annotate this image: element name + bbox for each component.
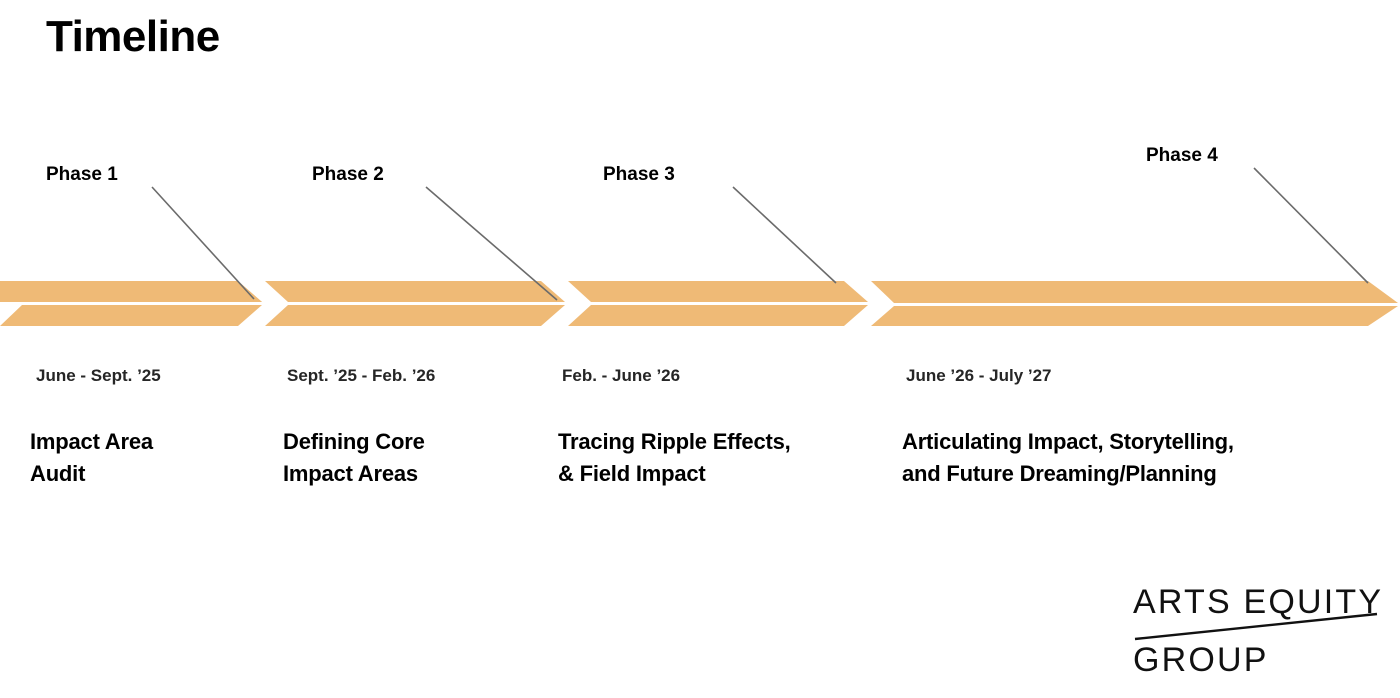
phase-1-date: June - Sept. ’25 bbox=[36, 366, 161, 385]
phase-3-label: Phase 3 bbox=[603, 164, 675, 185]
phase-4-date: June ’26 - July ’27 bbox=[906, 366, 1052, 385]
arts-equity-group-logo: ARTS EQUITY GROUP bbox=[1133, 582, 1381, 686]
logo-line-group: GROUP bbox=[1133, 641, 1269, 679]
phase-3-heading: Tracing Ripple Effects, & Field Impact bbox=[558, 429, 791, 486]
phase-4-heading: Articulating Impact, Storytelling, and F… bbox=[902, 429, 1234, 486]
leader-line-phase-4 bbox=[1253, 167, 1369, 284]
phase-2-heading: Defining Core Impact Areas bbox=[283, 429, 425, 486]
timeline-segment-2-upper bbox=[265, 281, 565, 302]
timeline-segment-3-lower bbox=[568, 305, 868, 326]
timeline-segment-4-upper bbox=[871, 281, 1398, 303]
logo-diagonal-rule-icon bbox=[1134, 612, 1378, 641]
leader-line-phase-3 bbox=[732, 186, 837, 284]
phase-4-label: Phase 4 bbox=[1146, 145, 1218, 166]
phase-1-heading: Impact Area Audit bbox=[30, 429, 153, 486]
phase-3-date: Feb. - June ’26 bbox=[562, 366, 681, 385]
logo-line-arts-equity: ARTS EQUITY bbox=[1133, 583, 1384, 621]
timeline-segment-1-upper-notch bbox=[0, 281, 262, 302]
timeline-segment-2-lower bbox=[265, 305, 565, 326]
page-title: Timeline bbox=[46, 12, 220, 61]
phase-1-label: Phase 1 bbox=[46, 164, 118, 185]
timeline-segment-4-lower bbox=[871, 306, 1398, 326]
timeline-segment-1-lower bbox=[0, 305, 262, 326]
phase-2-label: Phase 2 bbox=[312, 164, 384, 185]
timeline-segment-3-upper bbox=[568, 281, 868, 302]
phase-2-date: Sept. ’25 - Feb. ’26 bbox=[287, 366, 436, 385]
timeline-arrow-graphic bbox=[0, 281, 1398, 326]
